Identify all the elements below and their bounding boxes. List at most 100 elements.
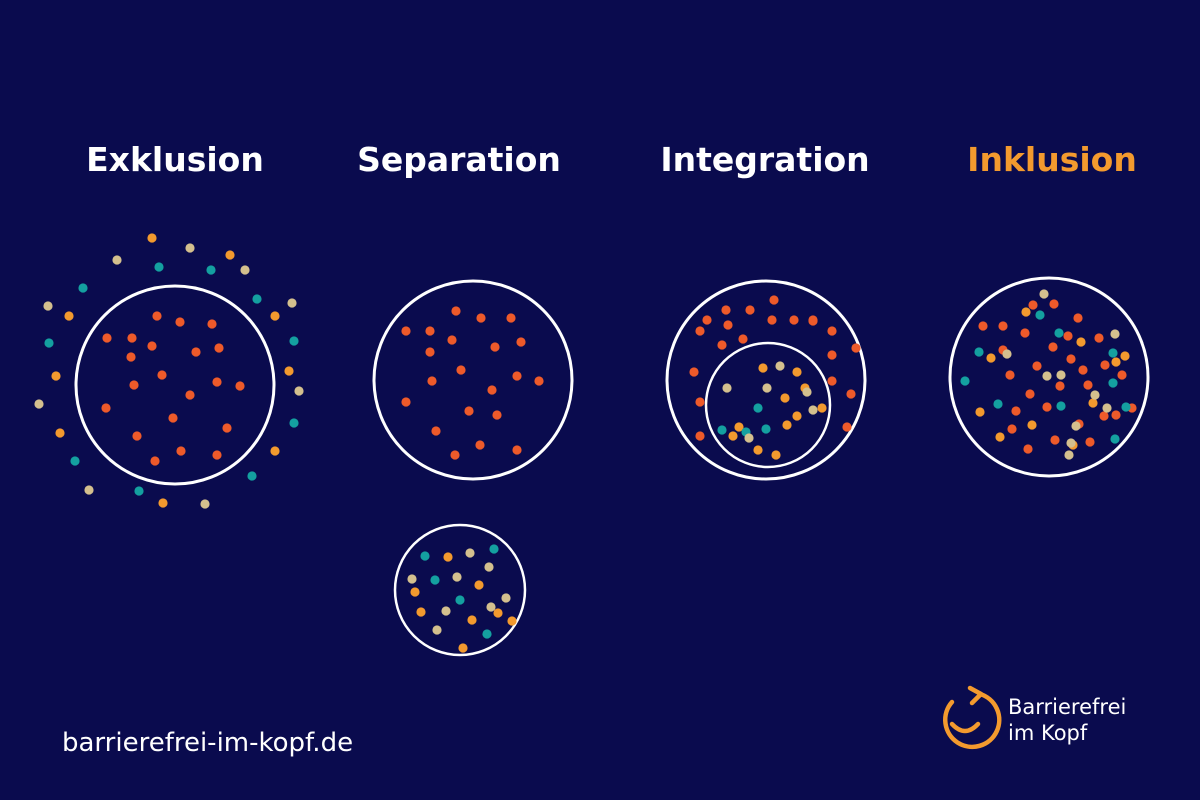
majority-dot	[1005, 370, 1015, 380]
minority-dot-yellow	[1076, 337, 1086, 347]
majority-dot	[129, 380, 139, 390]
minority-dot-yellow	[467, 615, 477, 625]
exklusion-group	[34, 233, 304, 509]
majority-dot	[506, 313, 516, 323]
majority-dot	[789, 315, 799, 325]
majority-dot	[721, 305, 731, 315]
majority-dot	[431, 426, 441, 436]
minority-dot-beige	[432, 625, 442, 635]
majority-dot	[176, 446, 186, 456]
minority-dot-beige	[802, 387, 812, 397]
minority-dot-yellow	[792, 367, 802, 377]
majority-dot	[451, 306, 461, 316]
minority-dot-teal	[154, 262, 164, 272]
brand-logo: Barrierefrei im Kopf	[934, 680, 1174, 760]
minority-dot-beige	[484, 562, 494, 572]
majority-dot	[1025, 389, 1035, 399]
minority-dot-yellow	[284, 366, 294, 376]
majority-dot	[695, 397, 705, 407]
majority-dot	[1023, 444, 1033, 454]
minority-dot-beige	[240, 265, 250, 275]
majority-dot	[212, 377, 222, 387]
minority-dot-beige	[808, 405, 818, 415]
majority-dot	[487, 385, 497, 395]
minority-dot-beige	[744, 433, 754, 443]
minority-dot-yellow	[410, 587, 420, 597]
minority-dot-teal	[1056, 401, 1066, 411]
majority-dot	[490, 342, 500, 352]
minority-dot-teal	[420, 551, 430, 561]
minority-dot-beige	[34, 399, 44, 409]
majority-dot	[1042, 402, 1052, 412]
integration-outer-circle	[665, 279, 867, 481]
minority-dot-yellow	[507, 616, 517, 626]
exklusion-circle	[74, 284, 276, 486]
majority-dot	[1055, 381, 1065, 391]
majority-dot	[126, 352, 136, 362]
majority-dot	[516, 337, 526, 347]
majority-dot	[175, 317, 185, 327]
minority-dot-yellow	[1111, 357, 1121, 367]
majority-dot	[512, 445, 522, 455]
minority-dot-beige	[112, 255, 122, 265]
minority-dot-yellow	[225, 250, 235, 260]
majority-dot	[1073, 313, 1083, 323]
majority-dot	[717, 340, 727, 350]
minority-dot-teal	[1121, 402, 1131, 412]
minority-dot-yellow	[1021, 307, 1031, 317]
majority-dot	[212, 450, 222, 460]
minority-dot-yellow	[1088, 398, 1098, 408]
minority-dot-beige	[1039, 289, 1049, 299]
minority-dot-teal	[753, 403, 763, 413]
minority-dot-beige	[722, 383, 732, 393]
majority-dot	[1049, 299, 1059, 309]
minority-dot-teal	[206, 265, 216, 275]
minority-dot-teal	[1035, 310, 1045, 320]
minority-dot-teal	[247, 471, 257, 481]
minority-dot-beige	[407, 574, 417, 584]
minority-dot-yellow	[728, 431, 738, 441]
minority-dot-teal	[974, 347, 984, 357]
minority-dot-yellow	[975, 407, 985, 417]
minority-dot-beige	[501, 593, 511, 603]
majority-dot	[102, 333, 112, 343]
majority-dot	[745, 305, 755, 315]
minority-dot-teal	[455, 595, 465, 605]
majority-dot	[702, 315, 712, 325]
logo-line-2: im Kopf	[1008, 721, 1088, 745]
minority-dot-beige	[775, 361, 785, 371]
majority-dot	[1066, 354, 1076, 364]
majority-dot	[456, 365, 466, 375]
majority-dot	[1099, 411, 1109, 421]
minority-dot-beige	[1110, 329, 1120, 339]
majority-dot	[450, 450, 460, 460]
minority-dot-teal	[289, 336, 299, 346]
majority-dot	[447, 335, 457, 345]
majority-dot	[1111, 410, 1121, 420]
minority-dot-yellow	[443, 552, 453, 562]
minority-dot-yellow	[55, 428, 65, 438]
majority-dot	[152, 311, 162, 321]
minority-dot-teal	[960, 376, 970, 386]
minority-dot-beige	[287, 298, 297, 308]
majority-dot	[101, 403, 111, 413]
minority-dot-beige	[1071, 421, 1081, 431]
majority-dot	[1028, 300, 1038, 310]
majority-dot	[401, 326, 411, 336]
majority-dot	[168, 413, 178, 423]
title-integration: Integration	[660, 140, 870, 179]
majority-dot	[235, 381, 245, 391]
logo-line-1: Barrierefrei	[1008, 695, 1127, 719]
majority-dot	[1063, 331, 1073, 341]
minority-dot-teal	[430, 575, 440, 585]
majority-dot	[1078, 365, 1088, 375]
majority-dot	[842, 422, 852, 432]
minority-dot-teal	[1110, 434, 1120, 444]
inklusion-circle	[948, 276, 1150, 478]
title-inklusion: Inklusion	[967, 140, 1137, 179]
majority-dot	[827, 326, 837, 336]
majority-dot	[191, 347, 201, 357]
majority-dot	[1100, 360, 1110, 370]
minority-dot-yellow	[817, 403, 827, 413]
